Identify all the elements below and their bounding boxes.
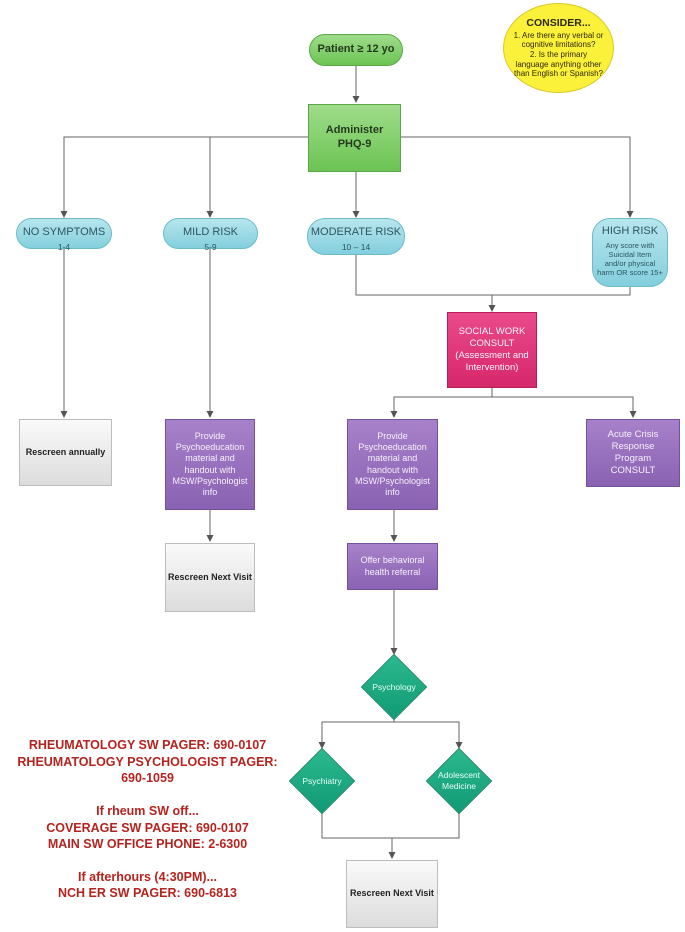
administer-line-1: Administer: [325, 124, 384, 137]
contact-line-9: If afterhours (4:30PM)...: [78, 869, 217, 884]
provide-moderate-label: Provide Psychoeducation material and han…: [354, 430, 431, 497]
edge-administer-to-mild: [206, 136, 308, 218]
edge-high-to-social-work: [492, 287, 631, 296]
rescreen-next-mild-label: Rescreen Next Visit: [168, 571, 252, 582]
rescreen-next-visit-final-node: Rescreen Next Visit: [346, 860, 438, 928]
contact-line-6: COVERAGE SW PAGER: 690-0107: [46, 820, 249, 835]
moderate-risk-node: MODERATE RISK 10 – 14: [307, 218, 405, 255]
provide-psychoeducation-mild-node: Provide Psychoeducation material and han…: [165, 419, 255, 510]
high-risk-label: HIGH RISK: [601, 225, 659, 237]
edge-social-work-to-provide: [390, 388, 493, 418]
no-symptoms-range: 1-4: [57, 241, 71, 252]
contact-info-block: RHEUMATOLOGY SW PAGER: 690-0107 RHEUMATO…: [0, 737, 295, 902]
acute-crisis-consult-node: Acute Crisis Response Program CONSULT: [586, 419, 680, 487]
contact-spacer-1: [0, 787, 295, 803]
edge-psychology-to-adolescent: [394, 721, 463, 749]
contact-line-2: RHEUMATOLOGY PSYCHOLOGIST PAGER:: [17, 754, 278, 769]
contact-spacer-2: [0, 853, 295, 869]
moderate-risk-label: MODERATE RISK: [310, 226, 402, 238]
contact-line-5: If rheum SW off...: [96, 803, 199, 818]
contact-line-7: MAIN SW OFFICE PHONE: 2-6300: [47, 837, 248, 852]
acute-crisis-label: Acute Crisis Response Program CONSULT: [607, 429, 659, 476]
administer-phq9-node: Administer PHQ-9: [308, 104, 401, 172]
psychology-decision: Psychology: [346, 653, 442, 720]
high-risk-detail: Any score with Suicidal Item and/or phys…: [597, 240, 663, 277]
mild-risk-label: MILD RISK: [182, 226, 238, 238]
no-symptoms-node: NO SYMPTOMS 1-4: [16, 218, 112, 252]
rescreen-annually-node: Rescreen annually: [19, 419, 112, 486]
edge-administer-to-no-symptoms: [60, 136, 308, 218]
social-work-line-2: CONSULT: [469, 338, 515, 350]
offer-behavioral-referral-node: Offer behavioral health referral: [347, 543, 438, 590]
mild-risk-range: 5-9: [204, 241, 217, 252]
psychology-label: Psychology: [372, 681, 416, 692]
social-work-line-3: (Assessment and: [455, 350, 529, 361]
no-symptoms-label: NO SYMPTOMS: [22, 226, 106, 238]
contact-line-1: RHEUMATOLOGY SW PAGER: 690-0107: [28, 738, 267, 752]
consider-title: CONSIDER...: [526, 17, 591, 30]
psychiatry-decision: Psychiatry: [280, 747, 364, 814]
edge-social-work-to-acute: [492, 396, 637, 418]
high-risk-node: HIGH RISK Any score with Suicidal Item a…: [592, 218, 668, 287]
edge-psychiatry-to-rescreen: [321, 812, 396, 859]
rescreen-next-visit-mild-node: Rescreen Next Visit: [165, 543, 255, 612]
rescreen-next-final-label: Rescreen Next Visit: [350, 888, 434, 899]
social-work-consult-node: SOCIAL WORK CONSULT (Assessment and Inte…: [447, 312, 537, 388]
patient-label: Patient ≥ 12 yo: [317, 43, 395, 56]
edge-moderate-to-social-work: [355, 255, 496, 312]
adolescent-medicine-label: Adolescent Medicine: [437, 770, 481, 791]
consider-note: CONSIDER... 1. Are there any verbal or c…: [503, 3, 614, 93]
edge-adolescent-to-rescreen: [392, 812, 460, 839]
provide-psychoeducation-moderate-node: Provide Psychoeducation material and han…: [347, 419, 438, 510]
consider-item-1: 1. Are there any verbal or cognitive lim…: [513, 30, 604, 50]
administer-line-2: PHQ-9: [337, 138, 372, 150]
patient-node: Patient ≥ 12 yo: [309, 34, 403, 66]
contact-line-10: NCH ER SW PAGER: 690-6813: [58, 886, 237, 901]
mild-risk-node: MILD RISK 5-9: [163, 218, 258, 252]
social-work-line-1: SOCIAL WORK: [458, 326, 526, 338]
consider-item-2: 2. Is the primary language anything othe…: [514, 50, 603, 79]
rescreen-annually-label: Rescreen annually: [25, 446, 106, 457]
contact-line-3: 690-1059: [121, 771, 174, 786]
offer-referral-label: Offer behavioral health referral: [360, 555, 425, 577]
adolescent-medicine-decision: Adolescent Medicine: [415, 747, 503, 814]
social-work-line-4: Intervention): [465, 361, 519, 373]
edge-administer-to-high: [401, 136, 634, 218]
edge-psychology-to-psychiatry: [318, 718, 395, 749]
psychiatry-label: Psychiatry: [302, 775, 342, 786]
provide-mild-label: Provide Psychoeducation material and han…: [172, 430, 248, 497]
moderate-risk-range: 10 – 14: [341, 241, 371, 252]
